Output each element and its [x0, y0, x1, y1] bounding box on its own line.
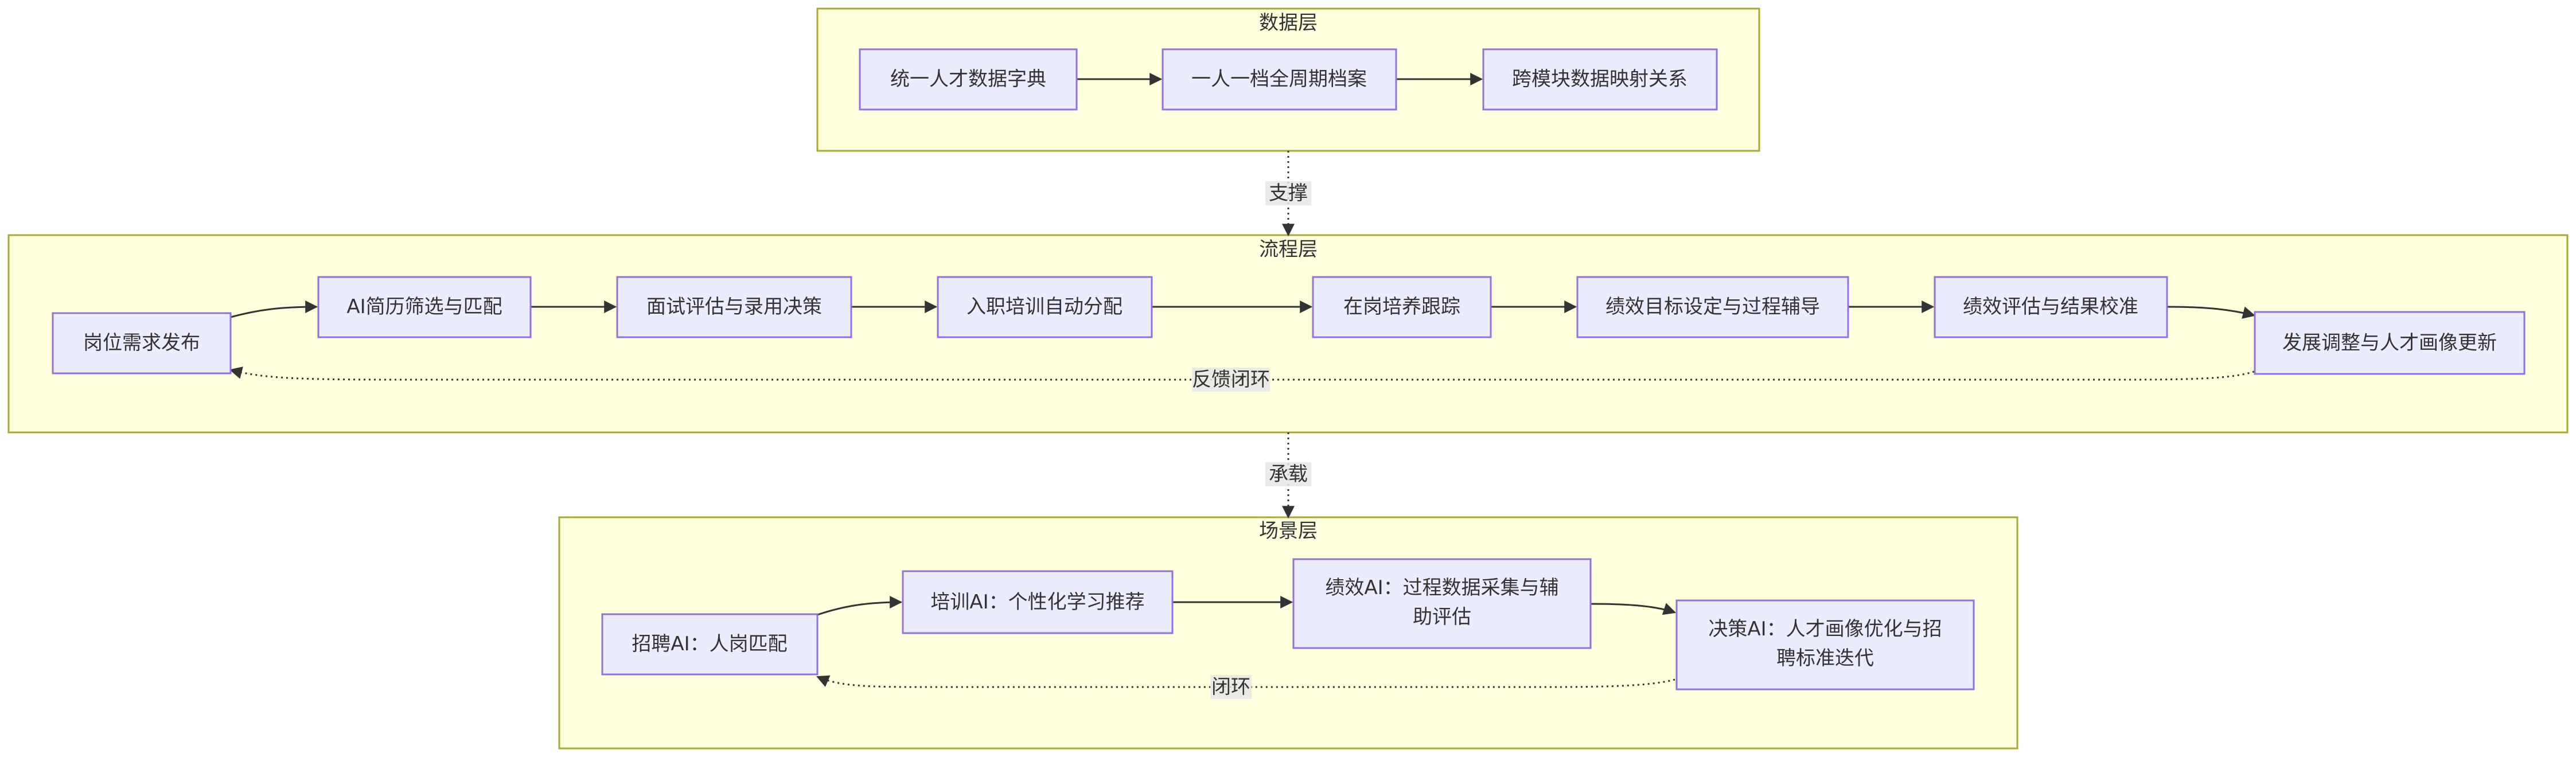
svg-text:决策AI：人才画像优化与招: 决策AI：人才画像优化与招: [1708, 618, 1942, 641]
edge-eval-to-development: [2166, 306, 2256, 319]
edge-label-support: 支撑: [1265, 181, 1311, 205]
process-layer-title: 流程层: [1259, 238, 1318, 261]
node-on-job-tracking: 在岗培养跟踪: [1312, 276, 1492, 338]
node-training-ai: 培训AI：个性化学习推荐: [902, 570, 1174, 634]
node-onboarding-training: 入职培训自动分配: [937, 276, 1153, 338]
svg-text:岗位需求发布: 岗位需求发布: [83, 331, 200, 354]
svg-text:闭环: 闭环: [1211, 676, 1250, 699]
svg-text:绩效目标设定与过程辅导: 绩效目标设定与过程辅导: [1605, 295, 1820, 318]
node-ai-resume-screening: AI简历筛选与匹配: [317, 276, 532, 338]
node-performance-ai: 绩效AI：过程数据采集与辅 助评估: [1292, 558, 1592, 649]
svg-text:助评估: 助评估: [1413, 606, 1471, 629]
node-data-dictionary: 统一人才数据字典: [859, 48, 1078, 111]
edge-performance-to-decision: [1590, 603, 1677, 615]
edge-closed-loop: [816, 675, 1675, 688]
svg-text:发展调整与人才画像更新: 发展调整与人才画像更新: [2282, 331, 2497, 354]
svg-text:在岗培养跟踪: 在岗培养跟踪: [1343, 295, 1460, 318]
data-layer-title: 数据层: [1259, 11, 1318, 34]
svg-text:一人一档全周期档案: 一人一档全周期档案: [1191, 68, 1367, 91]
edge-label-feedback-loop: 反馈闭环: [1192, 368, 1270, 392]
svg-text:招聘AI：人岗匹配: 招聘AI：人岗匹配: [632, 633, 787, 655]
edge-label-carry: 承载: [1265, 462, 1311, 486]
scene-layer-title: 场景层: [1259, 520, 1318, 543]
node-job-demand: 岗位需求发布: [52, 312, 232, 374]
svg-text:面试评估与录用决策: 面试评估与录用决策: [646, 295, 822, 318]
edge-feedback-loop: [229, 366, 2255, 381]
svg-text:统一人才数据字典: 统一人才数据字典: [890, 68, 1046, 91]
edge-label-closed-loop: 闭环: [1210, 675, 1252, 699]
svg-text:绩效AI：过程数据采集与辅: 绩效AI：过程数据采集与辅: [1325, 576, 1558, 599]
svg-text:绩效评估与结果校准: 绩效评估与结果校准: [1963, 295, 2138, 318]
svg-text:聘标准迭代: 聘标准迭代: [1776, 647, 1874, 670]
node-full-cycle-archive: 一人一档全周期档案: [1162, 48, 1397, 111]
node-interview-decision: 面试评估与录用决策: [616, 276, 852, 338]
node-recruit-ai: 招聘AI：人岗匹配: [601, 613, 819, 676]
edge-recruit-to-training: [817, 596, 903, 616]
svg-text:培训AI：个性化学习推荐: 培训AI：个性化学习推荐: [930, 591, 1144, 614]
svg-text:AI简历筛选与匹配: AI简历筛选与匹配: [346, 295, 502, 318]
node-development-update: 发展调整与人才画像更新: [2254, 311, 2526, 375]
edge-demand-to-screening: [230, 301, 318, 318]
svg-text:承载: 承载: [1269, 463, 1308, 486]
node-performance-goal: 绩效目标设定与过程辅导: [1576, 276, 1849, 338]
svg-text:跨模块数据映射关系: 跨模块数据映射关系: [1512, 68, 1688, 91]
svg-text:反馈闭环: 反馈闭环: [1192, 368, 1270, 391]
node-decision-ai: 决策AI：人才画像优化与招 聘标准迭代: [1675, 599, 1975, 690]
svg-text:支撑: 支撑: [1269, 182, 1308, 205]
node-performance-eval: 绩效评估与结果校准: [1934, 276, 2168, 338]
svg-text:入职培训自动分配: 入职培训自动分配: [967, 295, 1123, 318]
node-cross-module-mapping: 跨模块数据映射关系: [1482, 48, 1718, 111]
